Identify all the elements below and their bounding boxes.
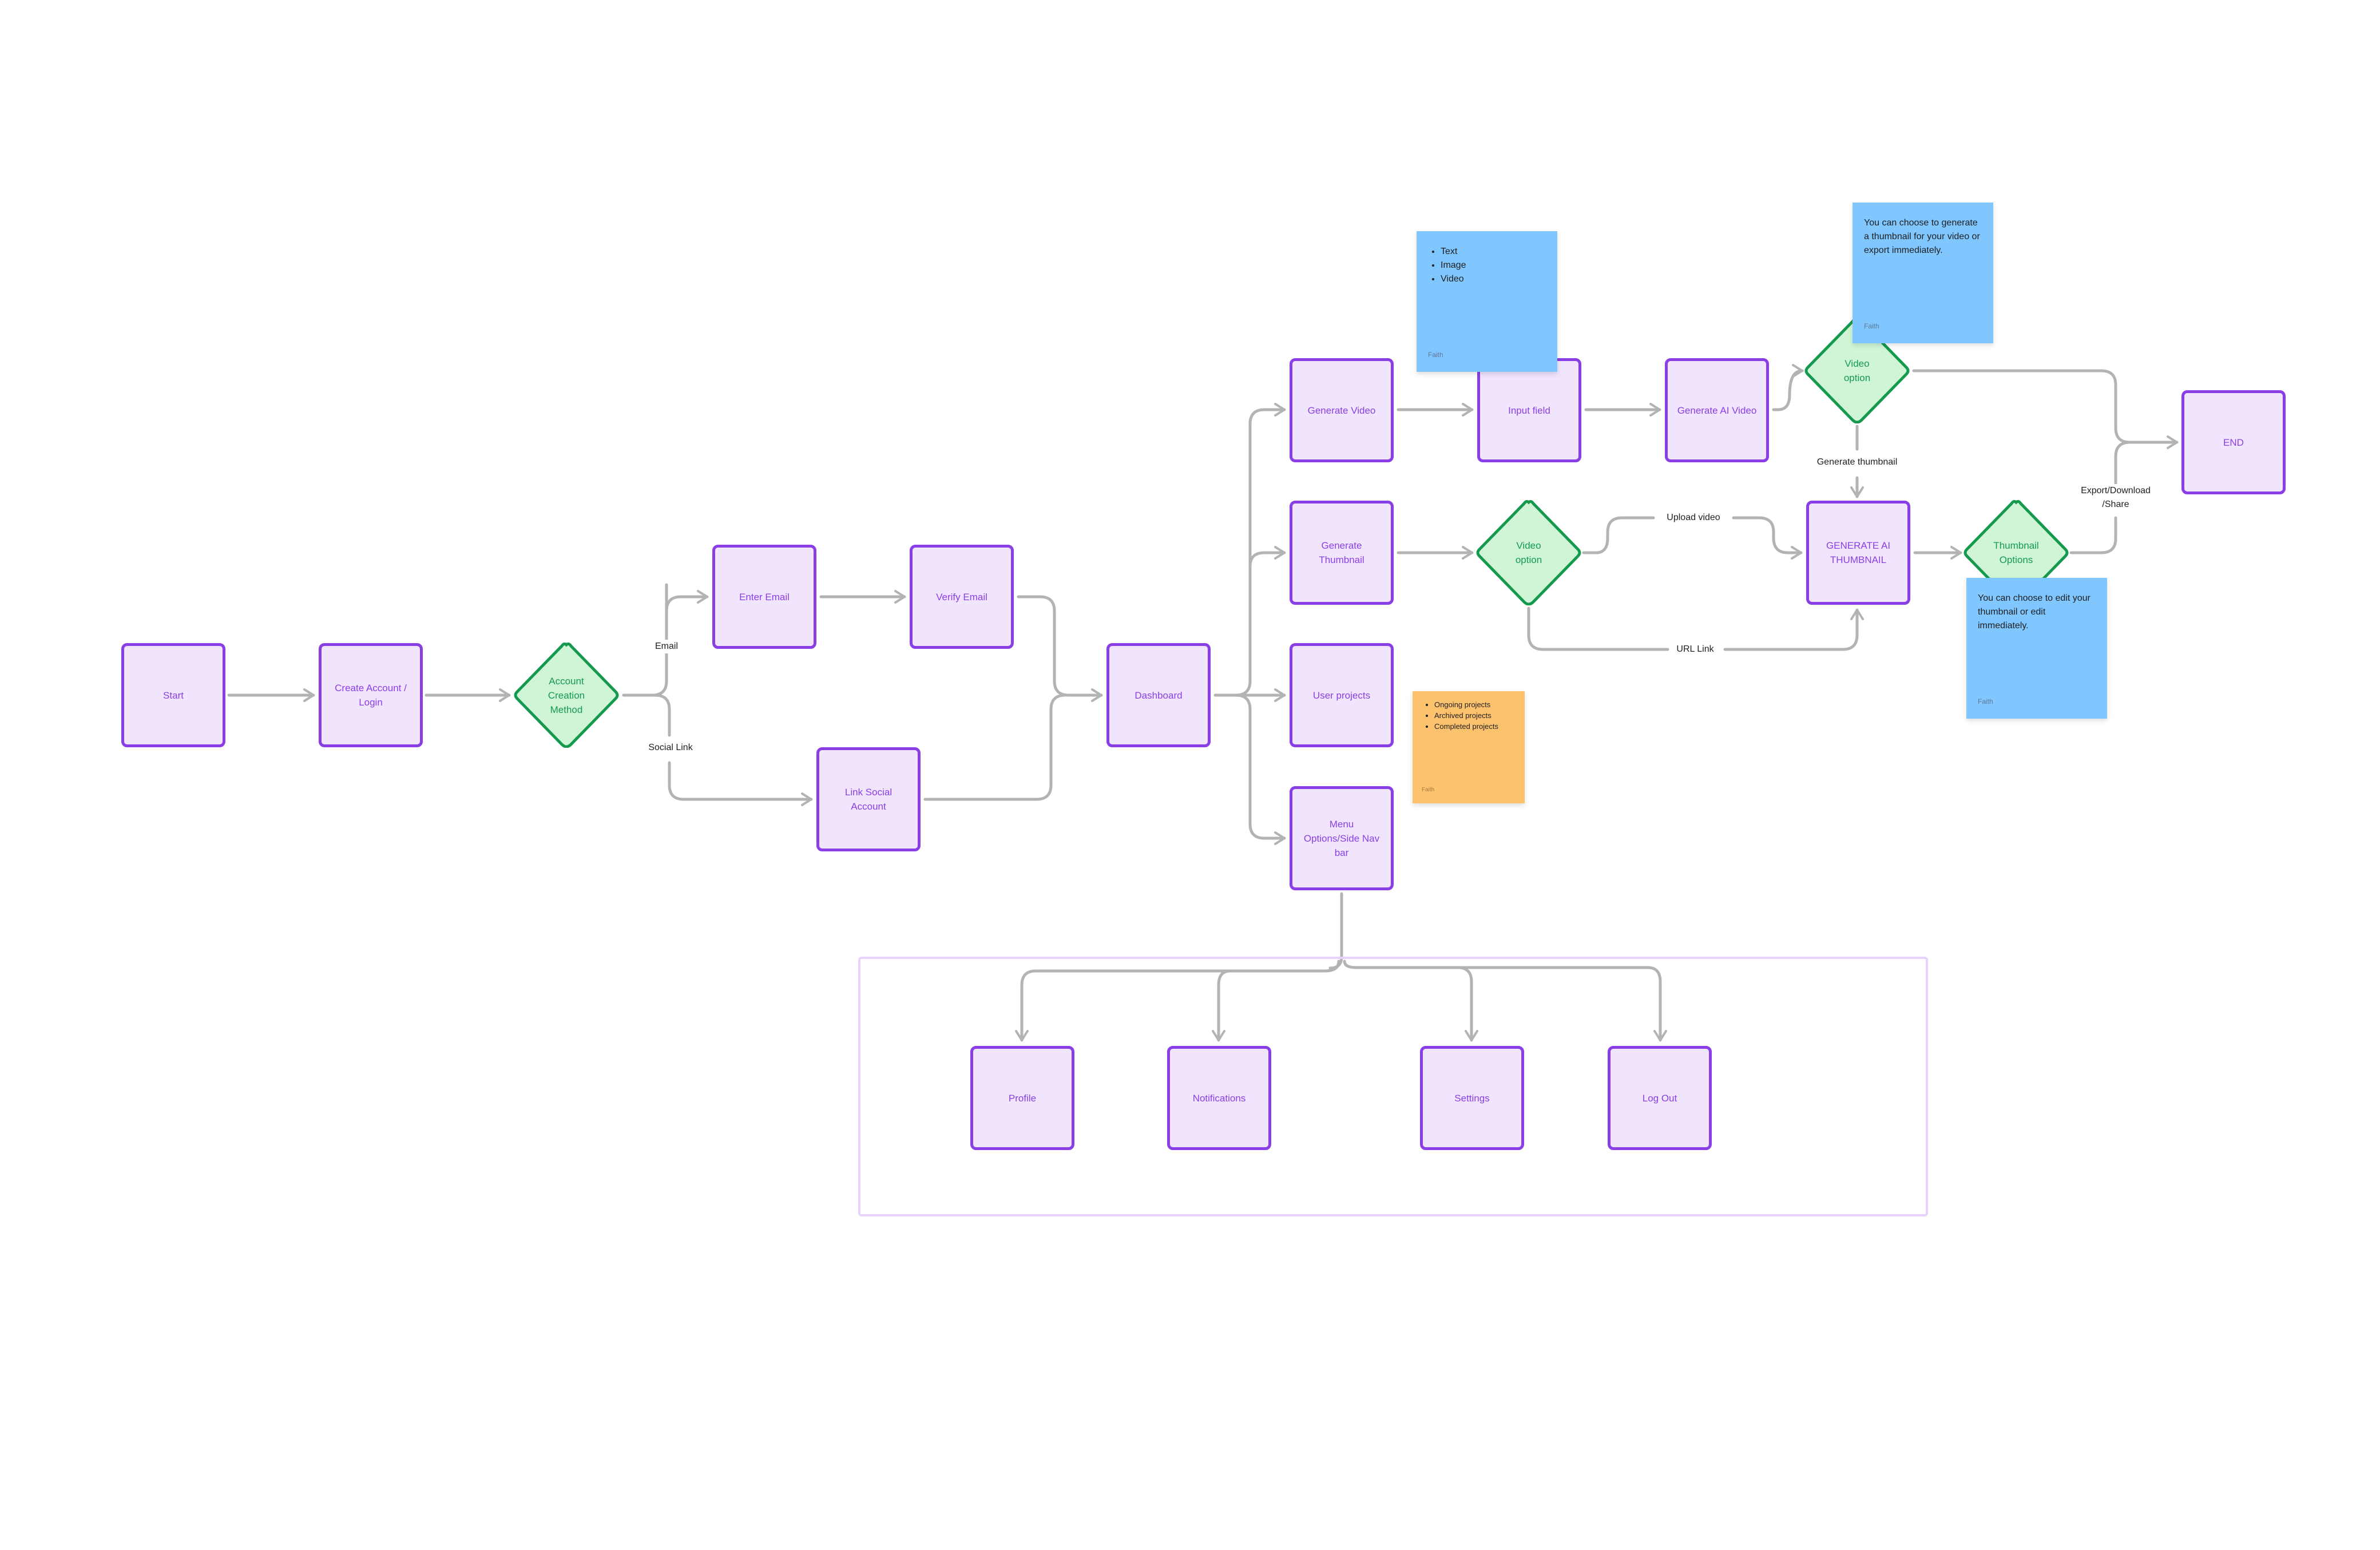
edge-decision-social xyxy=(622,693,671,737)
node-end[interactable]: END xyxy=(2181,390,2286,494)
node-create-account[interactable]: Create Account / Login xyxy=(319,643,423,747)
decision-label: Video option xyxy=(1843,358,1871,383)
edge-export-end xyxy=(2114,441,2132,488)
decision-label: Thumbnail Options xyxy=(1993,540,2039,565)
edge-menu-profile xyxy=(1015,960,1340,1042)
sticky-author: Faith xyxy=(1978,697,1993,705)
diamond-shape xyxy=(514,643,619,748)
node-label: Dashboard xyxy=(1135,689,1183,701)
node-settings[interactable]: Settings xyxy=(1420,1046,1524,1150)
decision-label: Video option xyxy=(1515,540,1542,565)
sticky-list-item: Video xyxy=(1441,272,1546,286)
node-label: Menu Options/Side Nav bar xyxy=(1303,818,1380,858)
sticky-thumbnail-options-note[interactable]: You can choose to edit your thumbnail or… xyxy=(1966,578,2107,719)
edge-dashboard-thumb xyxy=(1248,546,1286,568)
sticky-input-types[interactable]: Text Image Video Faith xyxy=(1417,231,1557,372)
node-input-field[interactable]: Input field xyxy=(1477,358,1581,462)
decision-label: Account Creation Method xyxy=(548,675,585,715)
edge-options-export xyxy=(2069,516,2117,554)
node-generate-thumbnail[interactable]: Generate Thumbnail xyxy=(1290,501,1394,605)
edge-label-upload-video: Upload video xyxy=(1663,511,1724,525)
node-label: Link Social Account xyxy=(844,787,892,812)
node-user-projects[interactable]: User projects xyxy=(1290,643,1394,747)
decision-account-creation-method[interactable]: Account Creation Method xyxy=(514,643,619,748)
sticky-list-item: Completed projects xyxy=(1434,721,1516,732)
edge-aivideo-option xyxy=(1772,364,1804,411)
sticky-list-item: Image xyxy=(1441,259,1546,272)
edge-url-right xyxy=(1723,608,1864,651)
node-label: Profile xyxy=(1008,1092,1037,1104)
sticky-user-projects-note[interactable]: Ongoing projects Archived projects Compl… xyxy=(1413,691,1525,803)
node-label: Input field xyxy=(1508,405,1550,416)
node-notifications[interactable]: Notifications xyxy=(1167,1046,1271,1150)
node-generate-ai-video[interactable]: Generate AI Video xyxy=(1665,358,1769,462)
edge-email-branch xyxy=(665,590,709,634)
edge-verify-dashboard xyxy=(1017,595,1103,702)
node-label: Generate Thumbnail xyxy=(1319,540,1364,565)
node-label: Create Account / Login xyxy=(335,683,407,708)
node-enter-email[interactable]: Enter Email xyxy=(712,545,816,649)
sticky-text: You can choose to generate a thumbnail f… xyxy=(1864,218,1980,255)
menu-options-section xyxy=(858,957,1928,1216)
edge-label-url-link: URL Link xyxy=(1673,643,1717,656)
sticky-author: Faith xyxy=(1864,322,1879,330)
node-dashboard[interactable]: Dashboard xyxy=(1106,643,1211,747)
node-label: Notifications xyxy=(1192,1092,1246,1104)
edge-menu-notif xyxy=(1212,969,1232,1042)
edge-upload-right xyxy=(1732,516,1803,560)
node-label: Generate AI Video xyxy=(1677,405,1757,416)
edge-label-email: Email xyxy=(651,640,682,653)
node-label: Generate Video xyxy=(1307,405,1376,416)
node-label: Verify Email xyxy=(936,591,987,602)
node-profile[interactable]: Profile xyxy=(970,1046,1074,1150)
sticky-list-item: Archived projects xyxy=(1434,710,1516,721)
edge-decision-email xyxy=(622,615,668,697)
sticky-video-option-note[interactable]: You can choose to generate a thumbnail f… xyxy=(1853,203,1993,343)
edge-upload-left xyxy=(1582,516,1655,554)
node-label: Settings xyxy=(1454,1092,1490,1104)
sticky-author: Faith xyxy=(1428,351,1443,359)
edge-label-export: Export/Download /Share xyxy=(2077,484,2154,512)
node-label: Log Out xyxy=(1642,1092,1677,1104)
node-label: User projects xyxy=(1312,689,1371,701)
edge-social-branch xyxy=(668,761,813,806)
node-start[interactable]: Start xyxy=(121,643,225,747)
sticky-text: You can choose to edit your thumbnail or… xyxy=(1978,593,2091,631)
node-label: END xyxy=(2223,437,2244,448)
sticky-list: Ongoing projects Archived projects Compl… xyxy=(1422,699,1516,732)
node-label: GENERATE AI THUMBNAIL xyxy=(1826,540,1891,565)
edge-social-dashboard xyxy=(923,693,1067,801)
edge-url-left xyxy=(1527,606,1669,651)
node-verify-email[interactable]: Verify Email xyxy=(910,545,1014,649)
edge-dashboard-menu xyxy=(1234,693,1286,845)
node-menu-options[interactable]: Menu Options/Side Nav bar xyxy=(1290,786,1394,890)
edge-label-social-link: Social Link xyxy=(645,741,696,755)
sticky-list-item: Ongoing projects xyxy=(1434,699,1516,710)
sticky-author: Faith xyxy=(1422,787,1435,793)
node-link-social[interactable]: Link Social Account xyxy=(816,747,921,851)
decision-video-option-mid[interactable]: Video option xyxy=(1476,500,1581,605)
node-log-out[interactable]: Log Out xyxy=(1608,1046,1712,1150)
node-label: Start xyxy=(163,689,184,701)
edge-label-generate-thumbnail: Generate thumbnail xyxy=(1813,455,1901,469)
diamond-shape xyxy=(1476,500,1581,605)
sticky-list-item: Text xyxy=(1441,245,1546,259)
node-label: Enter Email xyxy=(739,591,790,602)
edge-menu-settings xyxy=(1343,960,1667,1042)
sticky-list: Text Image Video xyxy=(1428,245,1546,286)
node-generate-ai-thumbnail[interactable]: GENERATE AI THUMBNAIL xyxy=(1806,501,1910,605)
edge-option-end xyxy=(1912,369,2179,449)
edge-menu-logout xyxy=(1456,966,1478,1042)
node-generate-video[interactable]: Generate Video xyxy=(1290,358,1394,462)
